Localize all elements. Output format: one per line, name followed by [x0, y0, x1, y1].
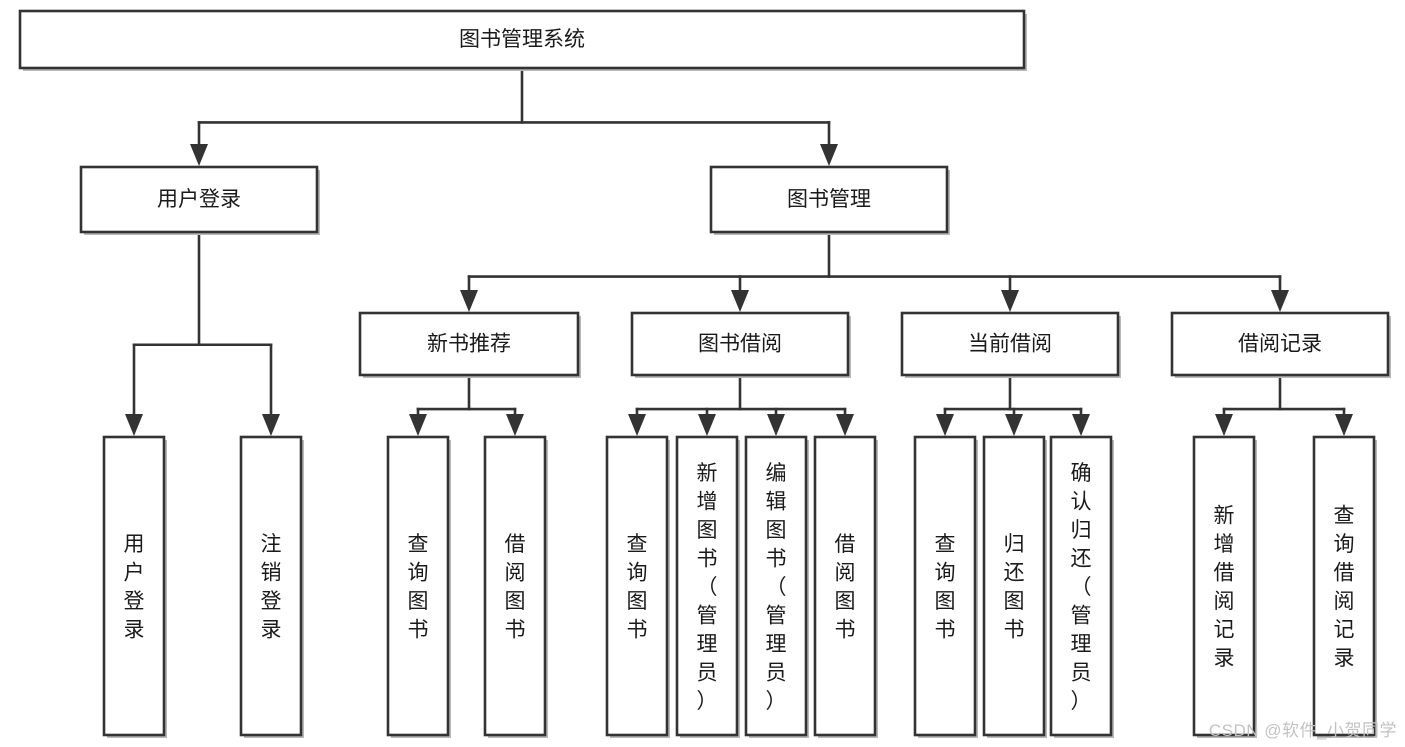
- book-management-arrow-0: [460, 290, 478, 312]
- book-borrow-connectors: [628, 373, 854, 436]
- nbr-borrow-book-box[interactable]: [483, 435, 547, 737]
- nbr-borrow-book-node[interactable]: 借阅图书: [483, 435, 548, 738]
- user-login-leaf-box[interactable]: [102, 435, 166, 737]
- user-login-box[interactable]: [79, 165, 319, 234]
- bb-borrow-book-box[interactable]: [813, 435, 877, 737]
- borrow-record-arrow-1: [1335, 414, 1353, 436]
- bb-edit-book-node[interactable]: 编辑图书（管理员）: [744, 435, 809, 738]
- book-management-arrow-3: [1271, 290, 1289, 312]
- book-borrow-box[interactable]: [630, 311, 850, 377]
- cb-return-book-label: 归还图书: [1004, 533, 1025, 642]
- nbr-query-book-box[interactable]: [386, 435, 450, 737]
- br-query-record-label: 查询借阅记录: [1334, 505, 1355, 671]
- book-borrow-node[interactable]: 图书借阅: [630, 311, 851, 378]
- cb-confirm-return-label: 确认归还（管理员）: [1071, 462, 1092, 713]
- book-borrow-arrow-2: [767, 414, 785, 436]
- borrow-record-arrow-0: [1215, 414, 1233, 436]
- current-borrow-connectors: [936, 373, 1090, 436]
- user-login-node[interactable]: 用户登录: [79, 165, 320, 235]
- borrow-record-label: 借阅记录: [1238, 333, 1322, 356]
- book-borrow-label: 图书借阅: [698, 333, 782, 356]
- bb-query-book-label: 查询图书: [627, 533, 648, 642]
- book-management-label: 图书管理: [787, 188, 871, 211]
- book-management-node[interactable]: 图书管理: [709, 165, 950, 235]
- bb-add-book-box[interactable]: [675, 435, 739, 737]
- user-login-leaf-node[interactable]: 用户登录: [102, 435, 167, 738]
- user-login-connectors: [125, 230, 280, 436]
- root-box[interactable]: [18, 9, 1026, 70]
- current-borrow-arrow-0: [936, 414, 954, 436]
- book-management-arrow-2: [1001, 290, 1019, 312]
- bb-add-book-node[interactable]: 新增图书（管理员）: [675, 435, 740, 738]
- cb-query-book-label: 查询图书: [935, 533, 956, 642]
- book-borrow-arrow-3: [836, 414, 854, 436]
- new-book-recommend-connectors: [409, 373, 524, 436]
- root-node[interactable]: 图书管理系统: [18, 9, 1027, 71]
- user-logout-leaf-box[interactable]: [239, 435, 303, 737]
- new-book-recommend-arrow-1: [506, 414, 524, 436]
- cb-query-book-node[interactable]: 查询图书: [913, 435, 978, 738]
- user-login-arrow-0: [125, 414, 143, 436]
- book-management-arrow-1: [731, 290, 749, 312]
- user-login-leaf-label: 用户登录: [124, 533, 145, 642]
- new-book-recommend-node[interactable]: 新书推荐: [358, 311, 581, 378]
- nbr-query-book-node[interactable]: 查询图书: [386, 435, 451, 738]
- watermark-text: CSDN @软件_小贺同学: [1208, 721, 1397, 740]
- bb-borrow-book-label: 借阅图书: [835, 533, 856, 642]
- user-login-arrow-1: [262, 414, 280, 436]
- cb-query-book-box[interactable]: [913, 435, 977, 737]
- borrow-record-box[interactable]: [1170, 311, 1390, 377]
- new-book-recommend-box[interactable]: [358, 311, 580, 377]
- cb-confirm-return-node[interactable]: 确认归还（管理员）: [1049, 435, 1114, 738]
- current-borrow-label: 当前借阅: [968, 333, 1052, 356]
- new-book-recommend-arrow-0: [409, 414, 427, 436]
- br-add-record-label: 新增借阅记录: [1214, 505, 1235, 671]
- br-add-record-node[interactable]: 新增借阅记录: [1192, 435, 1257, 738]
- bb-query-book-node[interactable]: 查询图书: [605, 435, 670, 738]
- book-management-box[interactable]: [709, 165, 949, 234]
- user-logout-leaf-node[interactable]: 注销登录: [239, 435, 304, 738]
- current-borrow-arrow-2: [1072, 414, 1090, 436]
- book-borrow-arrow-0: [628, 414, 646, 436]
- root-connectors: [190, 66, 838, 166]
- cb-return-book-box[interactable]: [982, 435, 1046, 737]
- bb-borrow-book-node[interactable]: 借阅图书: [813, 435, 878, 738]
- cb-confirm-return-box[interactable]: [1049, 435, 1113, 737]
- borrow-record-connectors: [1215, 373, 1353, 436]
- root-arrow-1: [820, 144, 838, 166]
- br-query-record-node[interactable]: 查询借阅记录: [1312, 435, 1377, 738]
- root-label: 图书管理系统: [459, 28, 585, 51]
- user-logout-leaf-label: 注销登录: [261, 533, 282, 642]
- current-borrow-arrow-1: [1005, 414, 1023, 436]
- cb-return-book-node[interactable]: 归还图书: [982, 435, 1047, 738]
- user-login-label: 用户登录: [157, 188, 241, 211]
- borrow-record-node[interactable]: 借阅记录: [1170, 311, 1391, 378]
- br-query-record-box[interactable]: [1312, 435, 1376, 737]
- new-book-recommend-label: 新书推荐: [427, 333, 511, 356]
- bb-add-book-label: 新增图书（管理员）: [697, 462, 718, 713]
- nbr-query-book-label: 查询图书: [408, 533, 429, 642]
- current-borrow-node[interactable]: 当前借阅: [900, 311, 1121, 378]
- br-add-record-box[interactable]: [1192, 435, 1256, 737]
- book-borrow-arrow-1: [698, 414, 716, 436]
- root-arrow-0: [190, 144, 208, 166]
- nbr-borrow-book-label: 借阅图书: [505, 533, 526, 642]
- current-borrow-box[interactable]: [900, 311, 1120, 377]
- bb-query-book-box[interactable]: [605, 435, 669, 737]
- bb-edit-book-box[interactable]: [744, 435, 808, 737]
- book-management-connectors: [460, 230, 1289, 312]
- bb-edit-book-label: 编辑图书（管理员）: [766, 462, 787, 713]
